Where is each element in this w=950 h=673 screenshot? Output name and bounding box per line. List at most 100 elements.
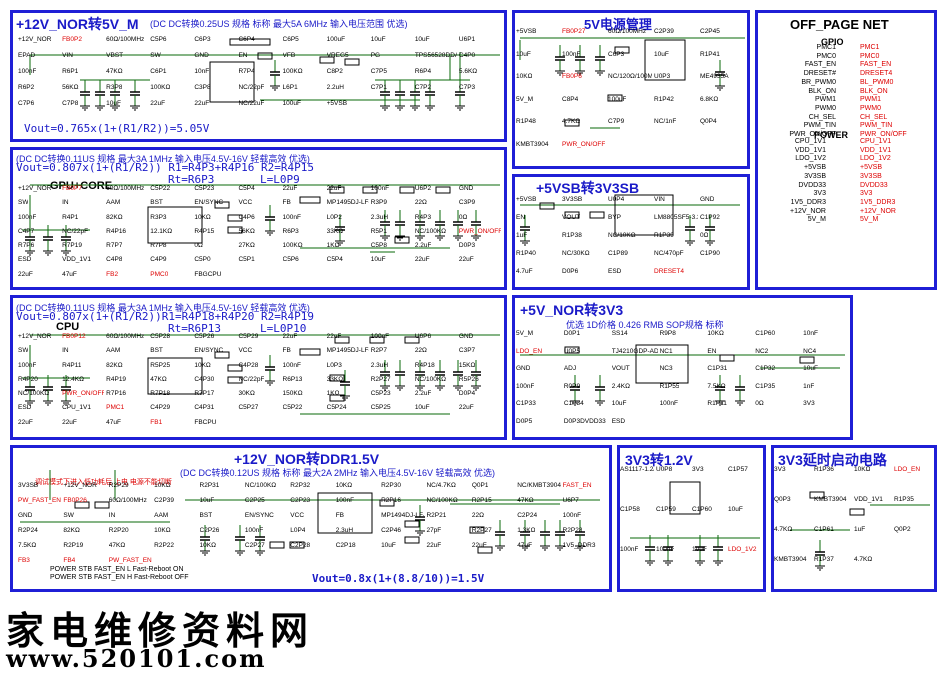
panel-offpage	[755, 10, 937, 290]
panel8-ref-4: C1P58	[620, 506, 640, 513]
panel6-ref-20: 4.7uF	[516, 268, 533, 275]
panel2-ref-23: R4P1	[62, 213, 79, 221]
panel3-ref-67: 22uF	[62, 418, 77, 426]
panel3-ref-3: C5P28	[150, 333, 171, 340]
panel-ddr-note-3: POWER STB FAST_EN H Fast-Reboot OFF	[50, 574, 189, 581]
panel3-ref-52: C5P23	[370, 390, 391, 398]
panel7-ref-13: NC4	[803, 347, 817, 355]
offpage-gpio-label-9: PWM_TIN	[803, 122, 836, 130]
offpage-power-heading: POWER	[814, 130, 849, 140]
panel3-ref-57: PMC1	[106, 404, 125, 412]
panel6-ref-4: GND	[700, 196, 715, 203]
offpage-power-net-6: 3V3	[860, 190, 873, 198]
panel7-ref-34: 3V3	[803, 400, 815, 407]
panel1-ref-47: 22uF	[150, 100, 166, 107]
panel8-ref-1: U0P8	[656, 466, 673, 473]
panel7-ref-32: R1P11	[707, 400, 727, 407]
panel1-ref-36: 100KΩ	[150, 84, 171, 91]
offpage-gpio-label-2: FAST_EN	[804, 61, 836, 69]
resistor	[227, 226, 243, 234]
panel7-ref-18: C1P31	[707, 365, 728, 372]
resistor	[299, 348, 321, 356]
panel2-ref-25: R3P3	[150, 213, 167, 221]
panel-gpu-core-formula-3: L=L0P9	[260, 173, 300, 186]
panel4-ref-23: R2P15	[471, 497, 492, 504]
panel4-ref-59: C2P18	[335, 542, 356, 549]
panel7-ref-2: SS14	[611, 330, 628, 337]
panel7-ref-4: 10KΩ	[707, 330, 724, 337]
panel9-ref-0: 3V3	[774, 466, 786, 473]
panel2-ref-33: C4P7	[18, 227, 35, 235]
panel-3v3-delay	[771, 445, 937, 592]
offpage-power-net-9: 5V_M	[860, 216, 879, 224]
panel1-ref-25: C6P1	[150, 68, 167, 75]
panel4-ref-21: R2P16	[381, 497, 401, 504]
resistor	[404, 336, 420, 344]
panel2-ref-37: R4P15	[194, 227, 215, 235]
panel4-ref-34: MP1494DJ-LF-Z	[381, 512, 425, 519]
panel3-ref-46: R7P16	[106, 390, 127, 398]
resistor	[257, 52, 273, 60]
panel-3v3-1v2	[617, 445, 766, 592]
panel2-ref-7: 22uF	[326, 185, 342, 192]
panel8-ref-2: 3V3	[692, 466, 704, 473]
panel2-ref-56: VDD_1V1	[62, 256, 91, 264]
panel3-ref-65: 22uF	[458, 404, 474, 412]
offpage-power-net-2: LDO_1V2	[860, 155, 891, 163]
panel4-ref-45: L0P4	[290, 527, 306, 534]
panel4-ref-6: R2P32	[290, 482, 311, 489]
panel6-ref-11: R1P38	[562, 232, 582, 239]
panel8-ref-3: C1P57	[728, 466, 748, 473]
panel7-ref-3: R9P8	[659, 330, 676, 337]
offpage-gpio-label-8: CH_SEL	[808, 113, 836, 121]
panel9-ref-13: R1P37	[814, 556, 834, 563]
panel4-ref-57: C2P27	[244, 542, 265, 549]
panel4-ref-10: Q0P1	[471, 482, 489, 489]
offpage-gpio-net-7: PWM0	[860, 104, 881, 112]
panel2-ref-3: C5P22	[150, 185, 171, 192]
offpage-power-label-9: 5V_M	[807, 216, 826, 224]
panel4-ref-63: 47uF	[517, 542, 533, 549]
panel4-ref-3: 10KΩ	[154, 482, 171, 489]
panel2-ref-55: ESD	[18, 256, 32, 264]
panel4-ref-8: R2P30	[381, 482, 401, 489]
offpage-gpio-net-0: PMC1	[860, 44, 880, 51]
panel2-ref-51: 1KΩ	[326, 242, 340, 250]
panel9-ref-14: 4.7KΩ	[854, 556, 873, 563]
panel3-ref-59: C4P31	[194, 404, 215, 412]
panel3-ref-44: NC/100KΩ	[18, 390, 50, 398]
panel-gpu-core-formula-1: Vout=0.807x(1+(R1/R2)) R1=R4P3+R4P16 R2=…	[16, 161, 315, 174]
resistor	[404, 536, 420, 544]
panel1-ref-39: L6P1	[282, 84, 298, 91]
panel2-ref-12: IN	[62, 199, 69, 207]
resistor	[362, 186, 378, 194]
offpage-power-label-2: LDO_1V2	[795, 155, 826, 163]
panel2-ref-49: 27KΩ	[238, 242, 255, 250]
panel3-ref-55: ESD	[18, 404, 32, 412]
panel3-ref-11: SW	[18, 347, 29, 355]
panel7-ref-11: EN	[707, 347, 717, 355]
panel3-ref-20: 22Ω	[414, 347, 427, 355]
panel3-ref-31: R4P18	[414, 361, 435, 369]
offpage-title: OFF_PAGE NET	[790, 17, 889, 32]
panel-gpu-core-label: GPU+CORE	[50, 180, 113, 192]
resistor	[404, 520, 420, 528]
offpage-gpio-label-3: DRESET#	[803, 70, 836, 78]
panel7-ref-7: LDO_EN	[516, 347, 543, 355]
offpage-gpio-net-8: CH_SEL	[860, 113, 888, 121]
panel6-ref-15: R1P40	[516, 250, 536, 257]
panel-cpu	[10, 295, 507, 440]
panel9-ref-4: Q0P3	[774, 496, 791, 503]
panel1-ref-43: C7P3	[458, 84, 476, 91]
panel1-ref-48: 22uF	[194, 100, 210, 107]
panel6-ref-14: 0Ω	[700, 232, 709, 239]
panel9-ref-10: 1uF	[854, 526, 866, 533]
panel5-ref-2: 60Ω/100MHz	[608, 28, 647, 35]
panel4-ref-4: R2P31	[199, 482, 220, 489]
panel7-ref-29: C1P34	[563, 400, 584, 407]
panel7-ref-16: VOUT	[611, 365, 630, 372]
offpage-power-label-3: +5VSB	[804, 164, 826, 172]
panel2-ref-2: 60Ω/100MHz	[106, 185, 145, 192]
